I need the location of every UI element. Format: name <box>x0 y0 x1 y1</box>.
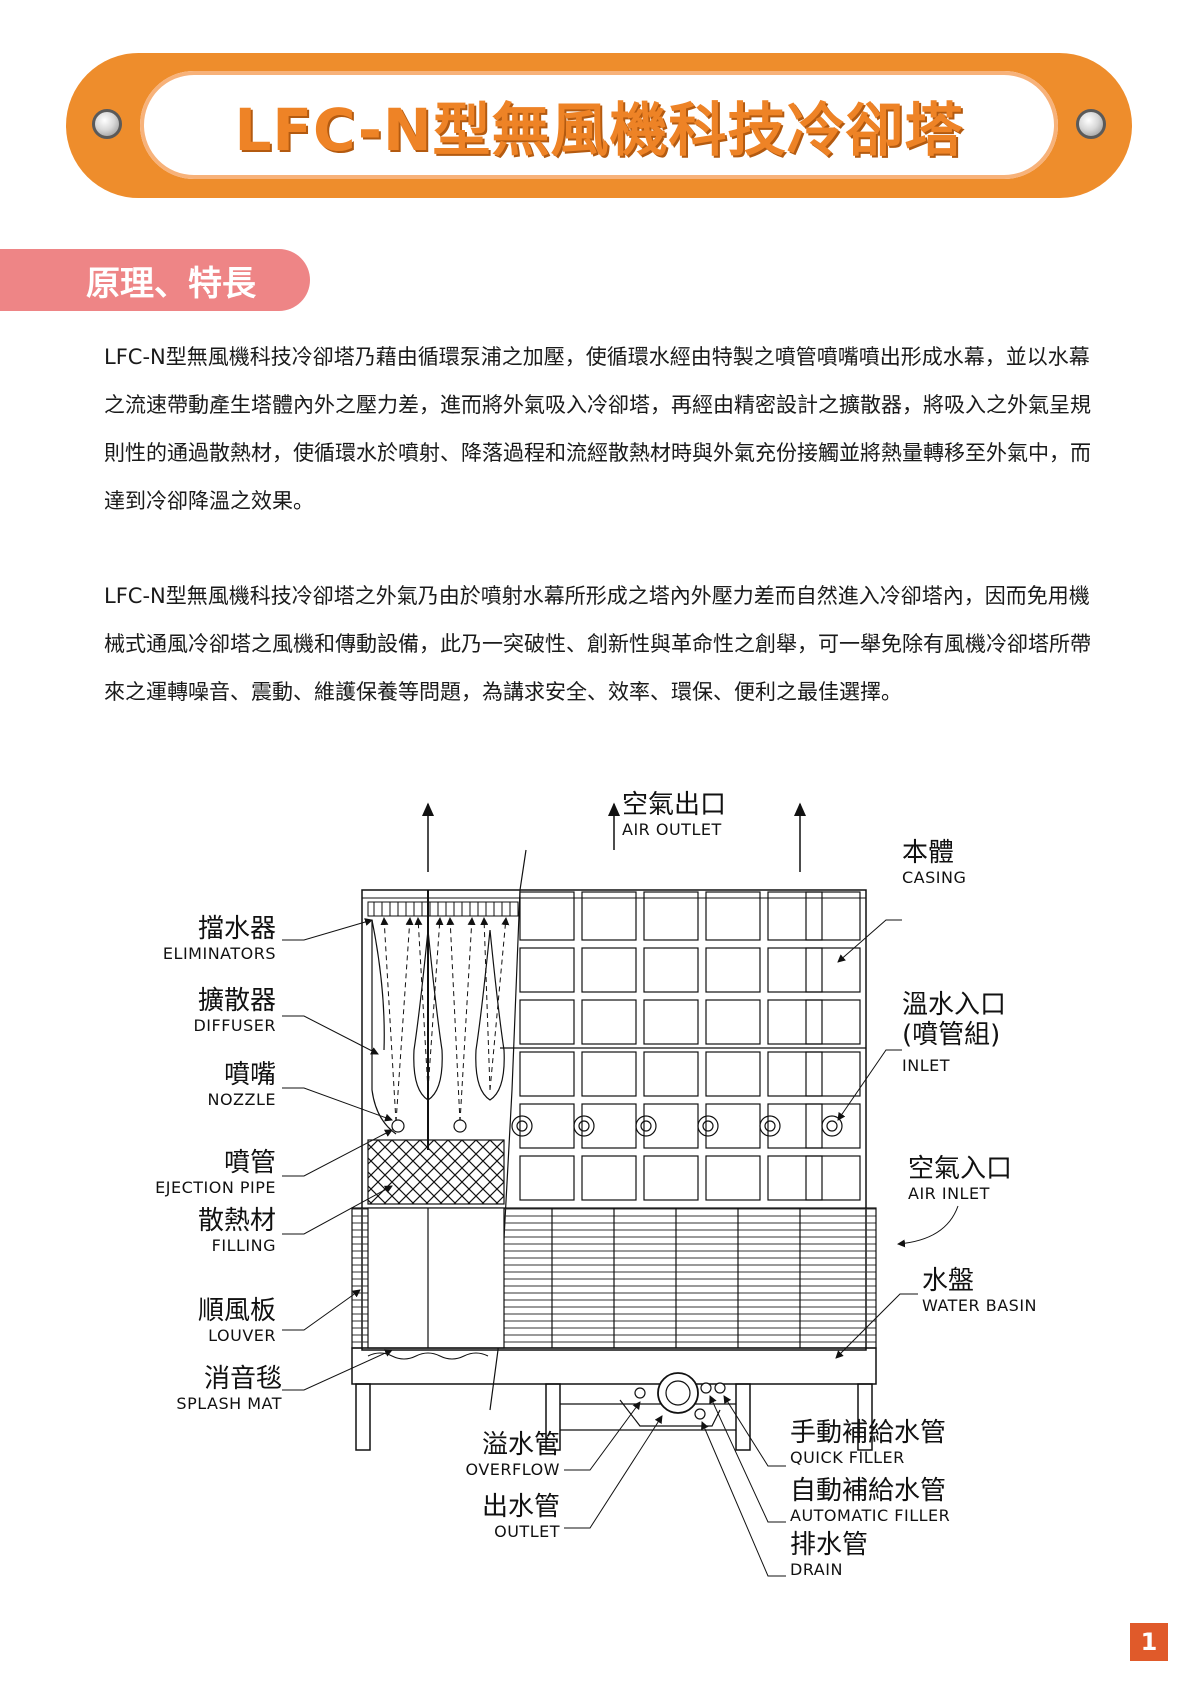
label-air-inlet: 空氣入口 AIR INLET <box>908 1154 1013 1203</box>
label-eliminators: 擋水器 ELIMINATORS <box>162 914 276 963</box>
label-air-outlet: 空氣出口 AIR OUTLET <box>622 790 727 839</box>
label-inlet: 溫水入口 (噴管組) INLET <box>902 990 1007 1075</box>
bolt-icon <box>1076 109 1106 139</box>
outlet-flange <box>657 1372 699 1414</box>
label-outlet: 出水管 OUTLET <box>481 1492 560 1541</box>
label-automatic-filler: 自動補給水管 AUTOMATIC FILLER <box>790 1476 951 1525</box>
label-drain: 排水管 DRAIN <box>790 1530 869 1579</box>
page-number: 1 <box>1130 1623 1168 1661</box>
label-louver: 順風板 LOUVER <box>197 1296 276 1345</box>
nozzle <box>453 1119 467 1133</box>
label-water-basin: 水盤 WATER BASIN <box>922 1266 1037 1315</box>
paragraph-features: LFC-N型無風機科技冷卻塔之外氣乃由於噴射水幕所形成之塔內外壓力差而自然進入冷… <box>104 584 1091 704</box>
label-casing: 本體 CASING <box>902 838 967 887</box>
casing <box>361 889 867 1351</box>
bolt-icon <box>92 109 122 139</box>
label-filling: 散熱材 FILLING <box>197 1206 276 1255</box>
water-basin <box>351 1347 877 1385</box>
label-diffuser: 擴散器 DIFFUSER <box>193 986 276 1035</box>
cooling-tower-diagram: 空氣出口 AIR OUTLET 本體 CASING 擋水器 ELIMINATOR… <box>0 790 1190 1610</box>
title-banner-inner: LFC-N型無風機科技冷卻塔 <box>140 71 1058 179</box>
nozzle <box>391 1119 405 1133</box>
page-title: LFC-N型無風機科技冷卻塔 <box>234 96 964 164</box>
label-quick-filler: 手動補給水管 QUICK FILLER <box>790 1418 947 1467</box>
paragraph-principle: LFC-N型無風機科技冷卻塔乃藉由循環泵浦之加壓，使循環水經由特製之噴管噴嘴噴出… <box>104 345 1091 513</box>
label-nozzle: 噴嘴 NOZZLE <box>207 1060 276 1109</box>
tower-drawing <box>282 802 959 1577</box>
filling <box>367 1139 505 1205</box>
section-title: 原理、特長 <box>86 263 256 304</box>
label-overflow: 溢水管 OVERFLOW <box>465 1430 560 1479</box>
title-banner: LFC-N型無風機科技冷卻塔 <box>66 53 1132 198</box>
section-header: 原理、特長 <box>0 249 310 311</box>
label-ejection-pipe: 噴管 EJECTION PIPE <box>155 1148 276 1197</box>
eliminator <box>367 901 519 917</box>
label-splash-mat: 消音毯 SPLASH MAT <box>176 1364 282 1413</box>
